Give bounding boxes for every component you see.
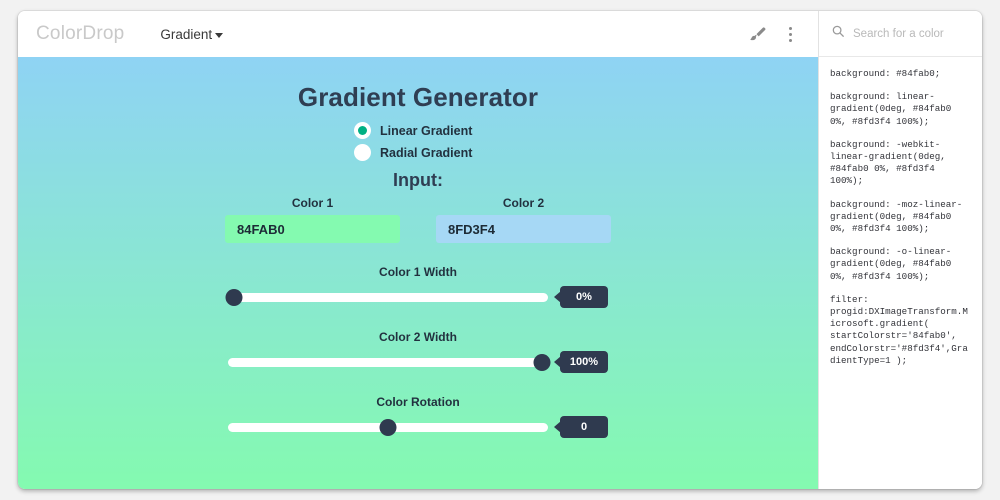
radio-option-radial-gradient[interactable]: Radial Gradient — [354, 144, 482, 161]
slider-color-rotation-value: 0 — [560, 416, 608, 438]
dot — [789, 38, 792, 42]
color-1-group: Color 1 — [225, 196, 400, 243]
radio-option-linear-gradient[interactable]: Linear Gradient — [354, 122, 482, 139]
slider-color-1-width: Color 1 Width 0% — [18, 265, 818, 308]
search-input[interactable] — [853, 27, 972, 40]
code-line: filter: progid:DXImageTransform.Microsof… — [830, 293, 968, 366]
nav-item-gradient-label: Gradient — [160, 26, 213, 42]
slider-color-rotation: Color Rotation 0 — [18, 395, 818, 438]
slider-color-1-width-label: Color 1 Width — [379, 265, 457, 279]
code-line: background: linear-gradient(0deg, #84fab… — [830, 91, 957, 127]
color-inputs-row: Color 1 Color 2 — [18, 196, 818, 243]
slider-color-rotation-row: 0 — [18, 416, 818, 438]
side-panel: background: #84fab0; background: linear-… — [818, 11, 982, 489]
radio-linear-gradient-label: Linear Gradient — [380, 123, 473, 138]
slider-color-1-width-row: 0% — [18, 286, 818, 308]
slider-color-2-width-label: Color 2 Width — [379, 330, 457, 344]
top-navbar: ColorDrop Gradient — [18, 11, 818, 57]
slider-color-rotation-track-wrap[interactable] — [228, 418, 548, 436]
slider-color-2-width-row: 100% — [18, 351, 818, 373]
color-2-label: Color 2 — [502, 196, 545, 210]
app-card: ColorDrop Gradient — [18, 11, 982, 489]
dot — [789, 26, 792, 30]
gradient-preview-stage: Gradient Generator Linear Gradient Radia… — [18, 57, 818, 489]
search-bar — [819, 11, 982, 57]
radio-linear-gradient-icon[interactable] — [354, 122, 371, 139]
paintbrush-icon[interactable] — [748, 25, 767, 44]
vertical-dots-icon[interactable] — [783, 25, 798, 44]
slider-color-rotation-label: Color Rotation — [376, 395, 460, 409]
slider-track — [228, 357, 548, 367]
main-column: ColorDrop Gradient — [18, 11, 818, 489]
slider-color-1-width-track-wrap[interactable] — [225, 288, 548, 306]
color-2-input[interactable] — [436, 215, 611, 243]
navbar-actions — [748, 25, 802, 44]
chevron-down-icon — [215, 32, 224, 38]
app-brand: ColorDrop — [36, 23, 125, 44]
page-title: Gradient Generator — [297, 82, 539, 112]
slider-color-2-width-track-wrap[interactable] — [228, 353, 551, 371]
slider-color-2-width-value: 100% — [560, 351, 608, 373]
slider-color-1-width-knob[interactable] — [225, 288, 243, 306]
color-1-input[interactable] — [225, 215, 400, 243]
slider-track — [228, 292, 548, 302]
slider-color-2-width-knob[interactable] — [533, 353, 551, 371]
dot — [789, 32, 792, 36]
slider-color-rotation-knob[interactable] — [379, 418, 397, 436]
code-line: background: -moz-linear-gradient(0deg, #… — [830, 198, 963, 235]
radio-radial-gradient-icon[interactable] — [354, 144, 371, 161]
search-icon — [831, 24, 845, 43]
code-line: background: #84fab0; — [830, 68, 941, 79]
slider-color-2-width: Color 2 Width 100% — [18, 330, 818, 373]
gradient-type-radio-group: Linear Gradient Radial Gradient — [18, 122, 818, 161]
radio-radial-gradient-label: Radial Gradient — [380, 145, 473, 160]
css-code-panel[interactable]: background: #84fab0; background: linear-… — [819, 57, 982, 489]
code-line: background: -o-linear-gradient(0deg, #84… — [830, 246, 957, 282]
slider-color-1-width-value: 0% — [560, 286, 608, 308]
nav-item-gradient[interactable]: Gradient — [160, 26, 224, 42]
input-section-heading: Input: — [393, 170, 443, 190]
color-2-group: Color 2 — [436, 196, 611, 243]
color-1-label: Color 1 — [291, 196, 334, 210]
code-line: background: -webkit-linear-gradient(0deg… — [830, 138, 952, 187]
